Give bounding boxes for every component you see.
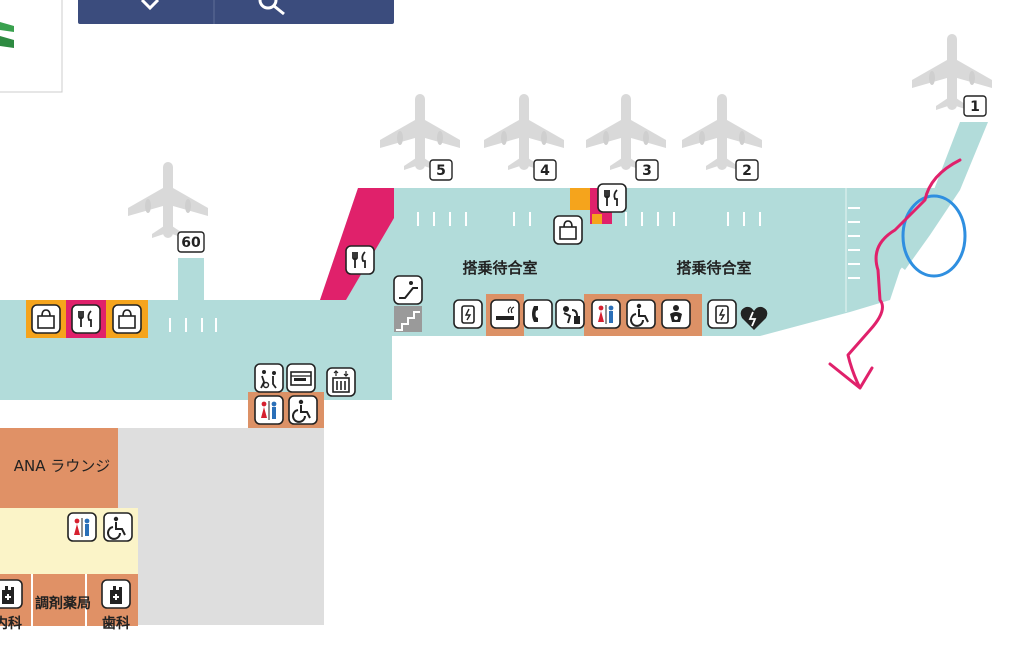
annotation-circle bbox=[901, 194, 967, 278]
restroom-icon[interactable] bbox=[591, 299, 621, 329]
jetway-markings bbox=[169, 207, 860, 332]
layer-panel[interactable] bbox=[0, 0, 63, 93]
toolbar bbox=[78, 0, 394, 24]
pharmacy-label: 調剤薬局 bbox=[35, 595, 91, 612]
charging-icon[interactable] bbox=[707, 299, 737, 329]
wheelchair-icon[interactable] bbox=[288, 395, 318, 425]
svg-text:1: 1 bbox=[970, 99, 980, 115]
svg-text:60: 60 bbox=[181, 235, 201, 251]
elevator-icon[interactable] bbox=[326, 367, 356, 397]
aed-icon[interactable] bbox=[740, 306, 768, 330]
kids-area-icon[interactable] bbox=[254, 363, 284, 393]
restroom-icon[interactable] bbox=[254, 395, 284, 425]
map-pin-icon[interactable] bbox=[140, 0, 160, 11]
concourse bbox=[0, 122, 988, 400]
gate-badge-5[interactable]: 5 bbox=[429, 159, 453, 181]
restaurant-icon[interactable] bbox=[71, 304, 101, 334]
gate-badge-60[interactable]: 60 bbox=[177, 231, 205, 253]
annotation-route-line bbox=[828, 158, 962, 390]
shop-area[interactable] bbox=[570, 188, 590, 210]
restaurant-icon[interactable] bbox=[345, 245, 375, 275]
escalator-icon[interactable] bbox=[393, 275, 423, 305]
baby-care-icon[interactable] bbox=[661, 299, 691, 329]
ana-lounge-label: ANA ラウンジ bbox=[14, 457, 111, 475]
wheelchair-icon[interactable] bbox=[626, 299, 656, 329]
gate-badge-1[interactable]: 1 bbox=[963, 95, 987, 117]
svg-text:4: 4 bbox=[540, 163, 550, 179]
svg-text:3: 3 bbox=[642, 163, 652, 179]
medical-hand-icon[interactable] bbox=[0, 579, 23, 609]
ana-lounge[interactable] bbox=[0, 428, 118, 508]
shopping-bag-icon[interactable] bbox=[112, 304, 142, 334]
telephone-icon[interactable] bbox=[523, 299, 553, 329]
charging-icon[interactable] bbox=[453, 299, 483, 329]
clinic-label: 内科 bbox=[0, 615, 22, 632]
dental-label: 歯科 bbox=[102, 615, 130, 632]
restroom-icon[interactable] bbox=[67, 512, 97, 542]
gate-badge-3[interactable]: 3 bbox=[635, 159, 659, 181]
stairs-icon[interactable] bbox=[394, 306, 422, 332]
zoom-icon[interactable] bbox=[258, 0, 285, 16]
svg-text:2: 2 bbox=[742, 163, 752, 179]
shopping-bag-icon[interactable] bbox=[31, 304, 61, 334]
drinking-fountain-icon[interactable] bbox=[555, 299, 585, 329]
medical-hand-icon[interactable] bbox=[101, 579, 131, 609]
gate-badge-2[interactable]: 2 bbox=[735, 159, 759, 181]
wheelchair-icon[interactable] bbox=[103, 512, 133, 542]
restaurant-area[interactable] bbox=[320, 188, 394, 300]
layer-icon bbox=[0, 22, 14, 32]
atm-icon[interactable] bbox=[286, 363, 316, 393]
waiting-room-label: 搭乗待合室 bbox=[462, 259, 537, 277]
waiting-room-label-2: 搭乗待合室 bbox=[676, 259, 751, 277]
shopping-bag-icon[interactable] bbox=[553, 215, 583, 245]
restaurant-icon[interactable] bbox=[597, 183, 627, 213]
gate-badge-4[interactable]: 4 bbox=[533, 159, 557, 181]
svg-text:5: 5 bbox=[436, 163, 446, 179]
smoking-icon[interactable] bbox=[490, 299, 520, 329]
restricted-area bbox=[118, 428, 324, 625]
